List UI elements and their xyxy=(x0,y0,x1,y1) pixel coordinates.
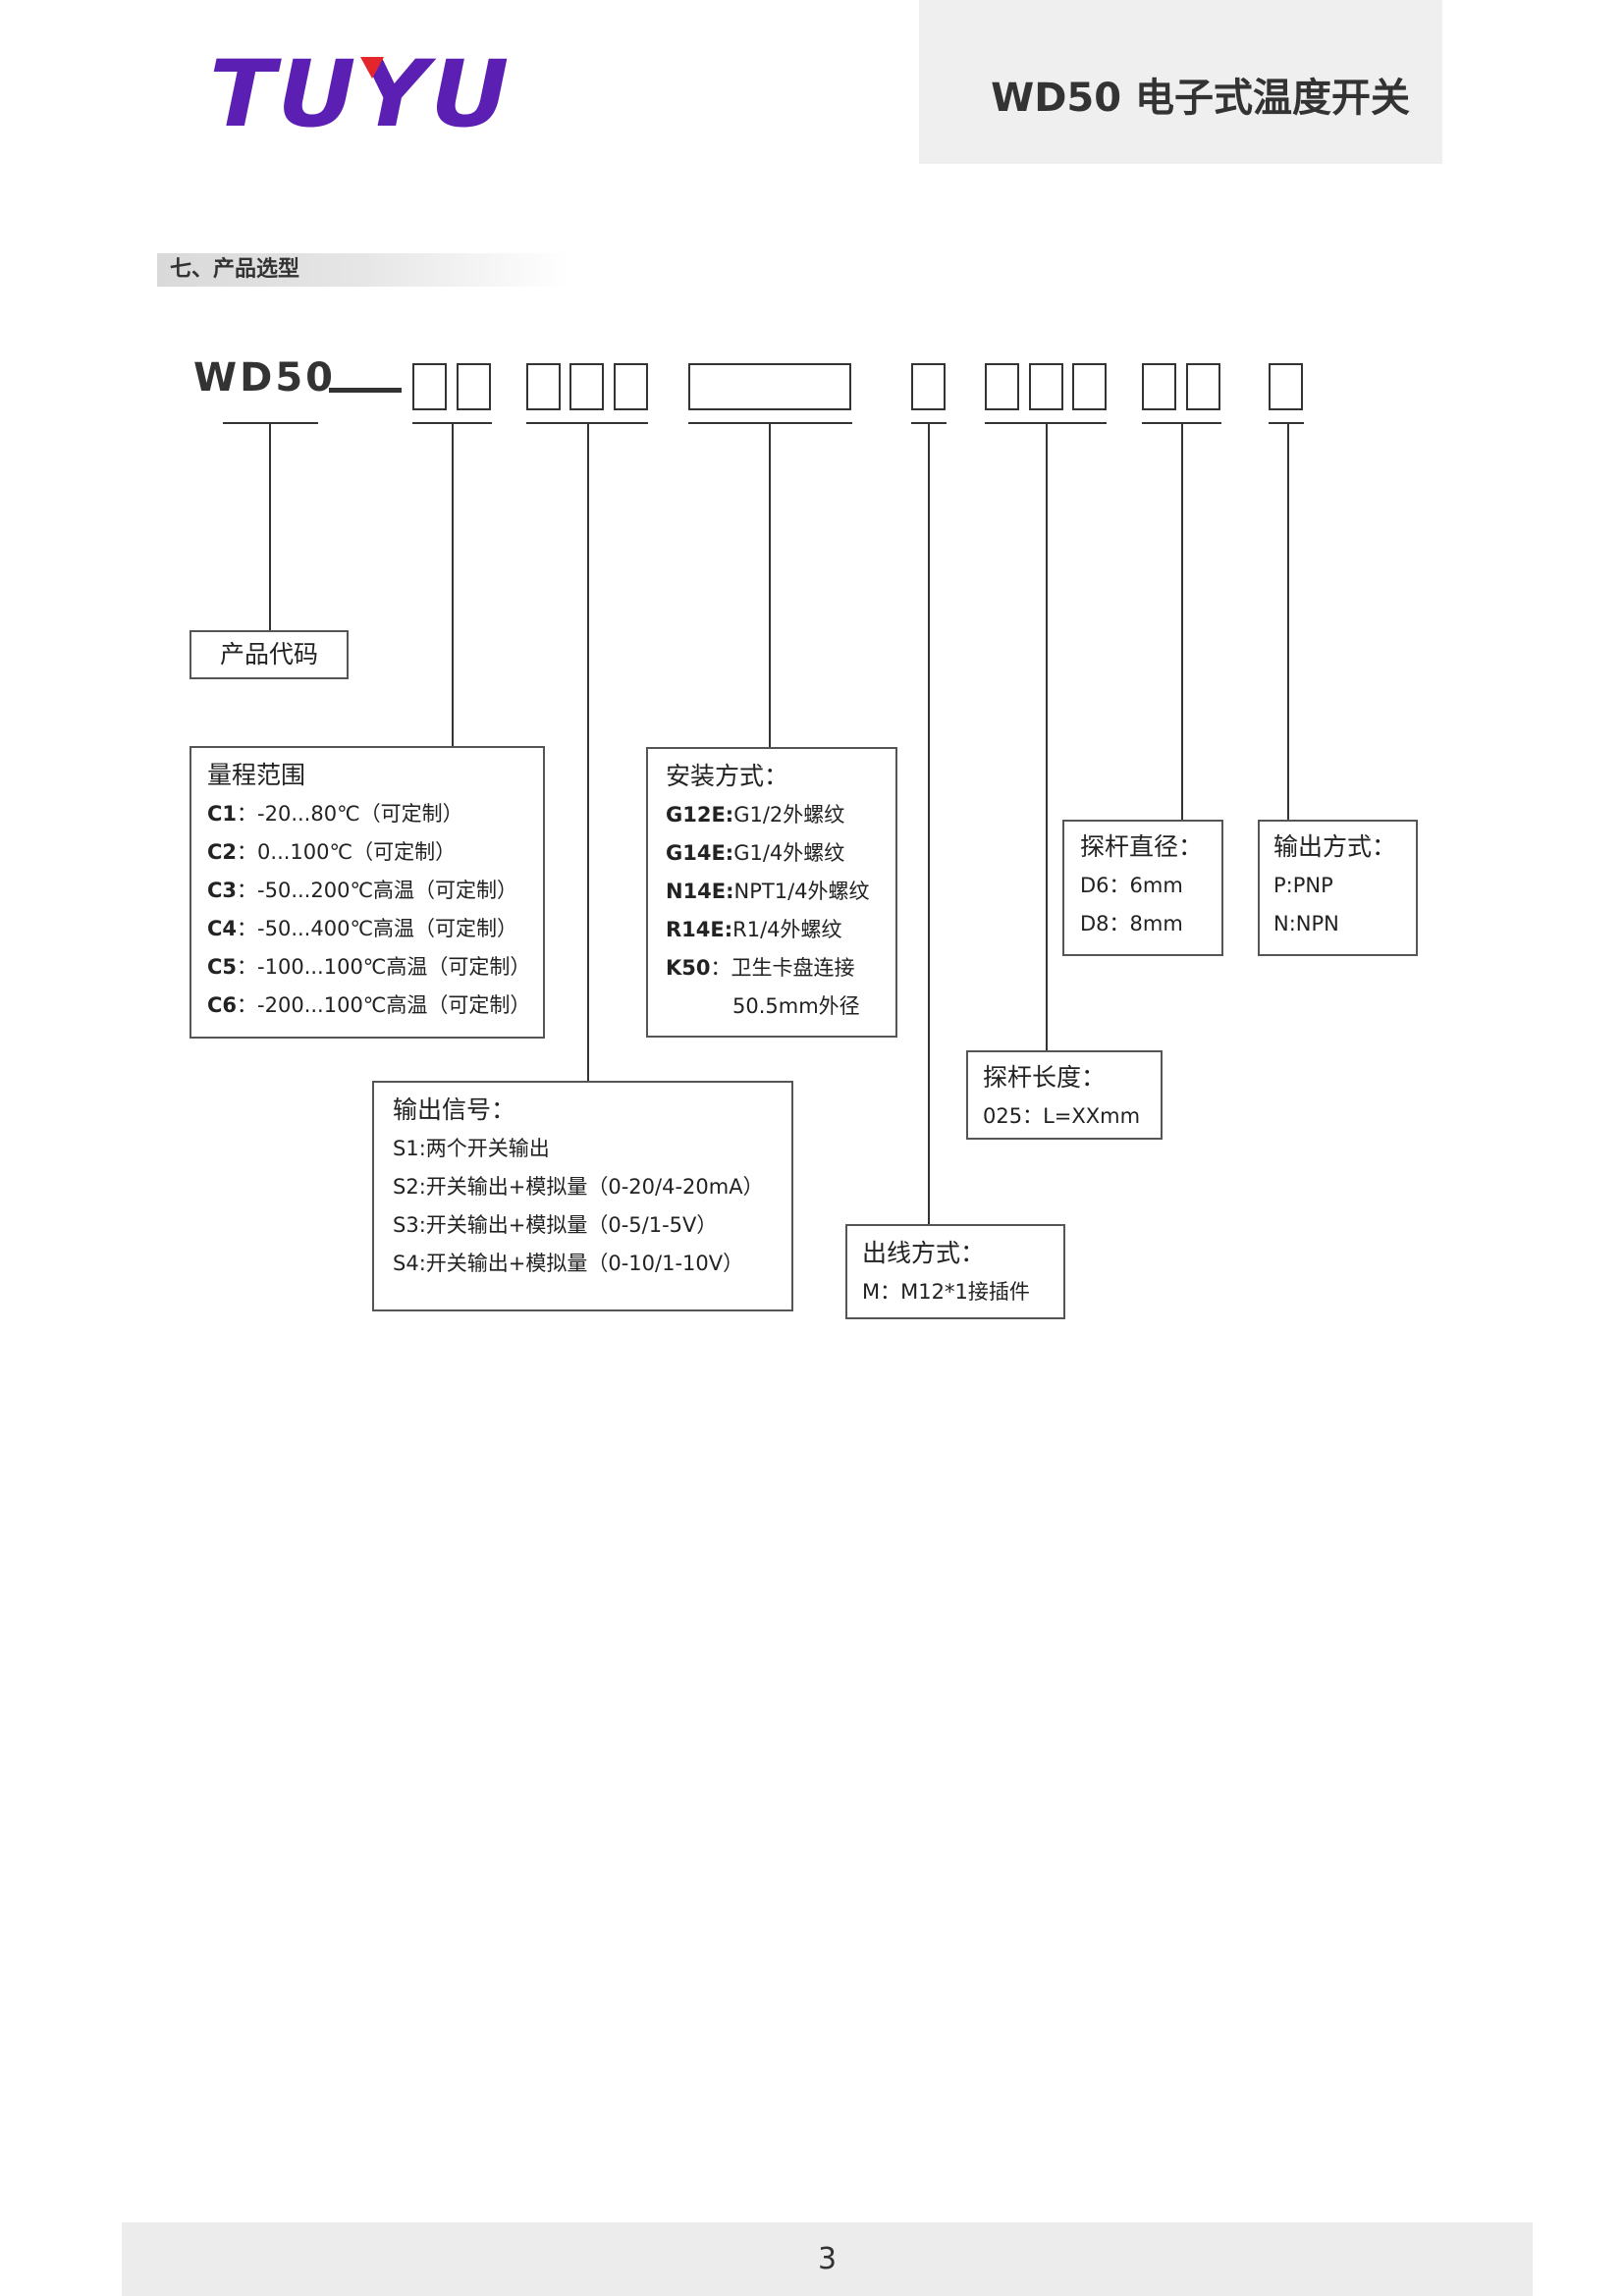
output-mode-option: N:NPN xyxy=(1273,912,1339,935)
probe-diameter-option: D8：8mm xyxy=(1080,912,1183,935)
output-signal-option: S2:开关输出+模拟量（0-20/4-20mA） xyxy=(393,1175,764,1199)
document-title: WD50 电子式温度开关 xyxy=(991,76,1410,121)
range-heading: 量程范围 xyxy=(207,761,306,789)
code-slot-installation xyxy=(688,363,851,410)
output-mode-option: P:PNP xyxy=(1273,874,1333,897)
installation-option: N14E:NPT1/4外螺纹 xyxy=(666,880,870,903)
leader-wiring xyxy=(928,423,930,1224)
output-signal-option: S3:开关输出+模拟量（0-5/1-5V） xyxy=(393,1213,718,1237)
wiring-option: M：M12*1接插件 xyxy=(862,1280,1030,1304)
installation-option: K50：卫生卡盘连接 xyxy=(666,956,855,980)
output-signal-option: S1:两个开关输出 xyxy=(393,1137,550,1160)
leader-probe-length xyxy=(1046,423,1048,1050)
code-slot-range-1 xyxy=(412,363,447,410)
code-slot-wiring xyxy=(911,363,946,410)
leader-product-code xyxy=(269,423,271,630)
model-code-dash xyxy=(329,388,402,393)
installation-option-continued: 50.5mm外径 xyxy=(732,994,860,1018)
code-slot-signal-2 xyxy=(569,363,604,410)
code-slot-length-1 xyxy=(985,363,1019,410)
logo-triangle-icon xyxy=(360,57,384,79)
code-slot-signal-1 xyxy=(526,363,561,410)
installation-box: 安装方式： G12E:G1/2外螺纹 G14E:G1/4外螺纹 N14E:NPT… xyxy=(646,747,897,1038)
range-option: C3：-50...200℃高温（可定制） xyxy=(207,879,518,902)
output-signal-option: S4:开关输出+模拟量（0-10/1-10V） xyxy=(393,1252,744,1275)
wiring-heading: 出线方式： xyxy=(862,1239,986,1267)
model-code-prefix: WD50 xyxy=(193,355,336,400)
wiring-box: 出线方式： M：M12*1接插件 xyxy=(845,1224,1065,1319)
page-footer xyxy=(122,2222,1533,2296)
product-code-label: 产品代码 xyxy=(219,640,318,668)
leader-output-signal xyxy=(587,423,589,1081)
range-option: C2：0...100℃（可定制） xyxy=(207,840,457,864)
leader-range xyxy=(452,423,454,746)
range-option: C4：-50...400℃高温（可定制） xyxy=(207,917,518,940)
range-option: C1：-20...80℃（可定制） xyxy=(207,802,463,826)
product-code-box: 产品代码 xyxy=(189,630,349,679)
page-number: 3 xyxy=(817,2242,838,2276)
brand-logo: TUYU xyxy=(209,41,512,148)
installation-heading: 安装方式： xyxy=(666,762,789,790)
output-signal-heading: 输出信号： xyxy=(393,1095,516,1124)
underline-output-mode xyxy=(1269,422,1304,424)
code-slot-signal-3 xyxy=(614,363,648,410)
code-slot-length-2 xyxy=(1029,363,1063,410)
output-mode-box: 输出方式： P:PNP N:NPN xyxy=(1258,820,1418,956)
probe-length-box: 探杆长度： 025：L=XXmm xyxy=(966,1050,1163,1140)
output-signal-box: 输出信号： S1:两个开关输出 S2:开关输出+模拟量（0-20/4-20mA）… xyxy=(372,1081,793,1311)
leader-installation xyxy=(769,423,771,748)
probe-diameter-box: 探杆直径： D6：6mm D8：8mm xyxy=(1062,820,1223,956)
code-slot-range-2 xyxy=(457,363,491,410)
range-option: C6：-200...100℃高温（可定制） xyxy=(207,993,531,1017)
leader-output-mode xyxy=(1287,423,1289,820)
header-panel xyxy=(919,0,1442,164)
section-title: 七、产品选型 xyxy=(170,257,300,282)
probe-length-option: 025：L=XXmm xyxy=(983,1104,1141,1128)
probe-length-heading: 探杆长度： xyxy=(983,1063,1107,1092)
output-mode-heading: 输出方式： xyxy=(1273,832,1397,861)
section-title-bar xyxy=(157,253,569,287)
probe-diameter-heading: 探杆直径： xyxy=(1080,832,1204,861)
code-slot-diameter-2 xyxy=(1186,363,1220,410)
probe-diameter-option: D6：6mm xyxy=(1080,874,1183,897)
code-slot-output-mode xyxy=(1269,363,1303,410)
code-slot-length-3 xyxy=(1072,363,1107,410)
installation-option: R14E:R1/4外螺纹 xyxy=(666,918,842,941)
code-slot-diameter-1 xyxy=(1142,363,1176,410)
range-option: C5：-100...100℃高温（可定制） xyxy=(207,955,531,979)
leader-probe-diameter xyxy=(1181,423,1183,820)
range-box: 量程范围 C1：-20...80℃（可定制） C2：0...100℃（可定制） … xyxy=(189,746,545,1039)
installation-option: G14E:G1/4外螺纹 xyxy=(666,841,845,865)
installation-option: G12E:G1/2外螺纹 xyxy=(666,803,845,827)
